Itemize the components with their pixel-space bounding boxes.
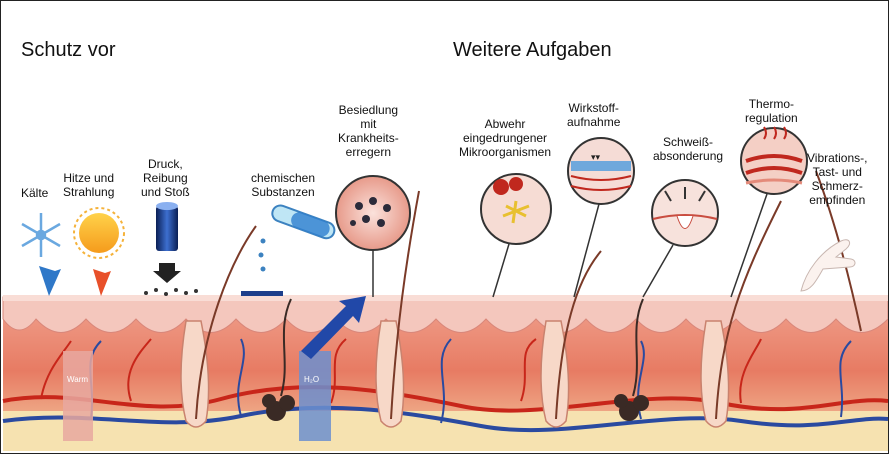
label-thermo: Thermo- regulation xyxy=(745,97,798,125)
sun-icon xyxy=(74,208,124,258)
label-sensation-line: Tast- und xyxy=(807,165,867,179)
label-heat: Hitze und Strahlung xyxy=(63,171,114,199)
label-colonization-line: erregern xyxy=(338,145,399,159)
subcutis xyxy=(3,411,888,451)
label-defense-line: eingedrungener xyxy=(459,131,551,145)
label-thermo-line: regulation xyxy=(745,111,798,125)
label-defense-line: Mikroorganismen xyxy=(459,145,551,159)
label-sweat-line: absonderung xyxy=(653,149,723,163)
pressure-cylinder-icon xyxy=(153,202,181,283)
stratum-corneum xyxy=(3,295,888,301)
label-colonization-line: Besiedlung xyxy=(338,103,399,117)
label-heat-line: Hitze und xyxy=(63,171,114,185)
label-chemicals: chemischen Substanzen xyxy=(251,171,315,199)
label-pressure-line: Druck, xyxy=(141,157,190,171)
heading-further-tasks: Weitere Aufgaben xyxy=(453,39,612,62)
warm-tag: Warm xyxy=(67,373,88,387)
label-sweat: Schweiß- absonderung xyxy=(653,135,723,163)
label-sensation-line: Schmerz- xyxy=(807,179,867,193)
chemical-barrier xyxy=(241,291,283,296)
chemical-drops xyxy=(259,239,266,272)
warm-column xyxy=(63,351,93,441)
label-sensation-line: Vibrations-, xyxy=(807,151,867,165)
label-pressure: Druck, Reibung und Stoß xyxy=(141,157,190,199)
pathogen-circle-icon xyxy=(336,176,410,297)
heat-arrow xyxy=(93,269,111,296)
heading-protection: Schutz vor xyxy=(21,39,115,62)
test-tube-icon xyxy=(270,203,337,240)
sweat-circle-icon xyxy=(643,180,718,297)
label-absorption-line: aufnahme xyxy=(567,115,620,129)
label-absorption: Wirkstoff- aufnahme xyxy=(567,101,620,129)
snowflake-icon xyxy=(22,213,60,257)
label-colonization: Besiedlung mit Krankheits- erregern xyxy=(338,103,399,159)
thermo-circle-icon xyxy=(731,127,807,297)
water-column xyxy=(299,351,331,441)
absorption-circle-icon: ▾▾ xyxy=(568,138,634,297)
finger-icon xyxy=(801,240,855,291)
label-cold-line: Kälte xyxy=(21,186,48,200)
label-pressure-line: Reibung xyxy=(141,171,190,185)
defense-circle-icon xyxy=(481,174,551,297)
label-defense: Abwehr eingedrungener Mikroorganismen xyxy=(459,117,551,159)
label-absorption-line: Wirkstoff- xyxy=(567,101,620,115)
label-sensation-line: empfinden xyxy=(807,193,867,207)
h2o-tag: H₂O xyxy=(304,373,319,387)
label-heat-line: Strahlung xyxy=(63,185,114,199)
label-colonization-line: Krankheits- xyxy=(338,131,399,145)
label-sensation: Vibrations-, Tast- und Schmerz- empfinde… xyxy=(807,151,867,207)
label-sweat-line: Schweiß- xyxy=(653,135,723,149)
label-colonization-line: mit xyxy=(338,117,399,131)
label-thermo-line: Thermo- xyxy=(745,97,798,111)
label-defense-line: Abwehr xyxy=(459,117,551,131)
svg-text:▾▾: ▾▾ xyxy=(591,153,601,163)
label-chemicals-line: chemischen xyxy=(251,171,315,185)
pressure-particles xyxy=(144,288,198,296)
label-chemicals-line: Substanzen xyxy=(251,185,315,199)
cold-arrow xyxy=(39,266,61,296)
label-pressure-line: und Stoß xyxy=(141,185,190,199)
label-cold: Kälte xyxy=(21,186,48,200)
